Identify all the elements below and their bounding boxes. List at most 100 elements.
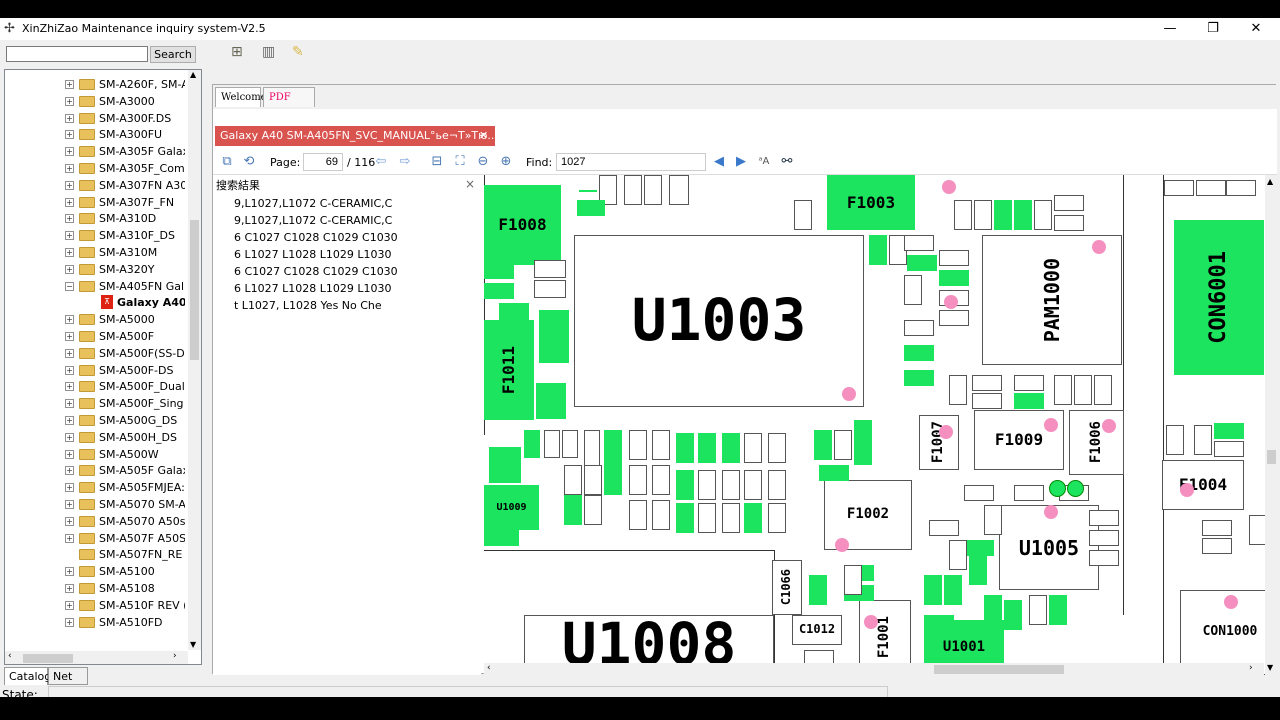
expand-icon[interactable]: + [65, 130, 74, 140]
small-component[interactable] [1014, 375, 1044, 391]
small-component[interactable] [629, 500, 647, 530]
expand-icon[interactable]: + [65, 617, 74, 627]
page-input[interactable] [303, 153, 343, 171]
result-item[interactable]: 6 L1027 L1028 L1029 L1030 [234, 248, 392, 261]
small-component[interactable] [1014, 200, 1032, 230]
expand-icon[interactable]: + [65, 214, 74, 224]
find-prev-icon[interactable]: ◀ [714, 154, 724, 169]
small-component[interactable] [1049, 595, 1067, 625]
small-component[interactable] [722, 470, 740, 500]
small-component[interactable] [1014, 393, 1044, 409]
small-component[interactable] [539, 310, 569, 328]
tree-view-icon[interactable]: ⊞ [231, 44, 243, 60]
small-component[interactable] [652, 500, 670, 530]
small-component[interactable] [524, 430, 540, 458]
tree-item[interactable]: +SM-A500F_Dual [5, 378, 185, 395]
small-component[interactable] [854, 420, 872, 465]
expand-icon[interactable]: + [65, 332, 74, 341]
tree-item[interactable]: +SM-A500F-DS [5, 362, 185, 379]
result-item[interactable]: 6 C1027 C1028 C1029 C1030 [234, 265, 398, 278]
small-component[interactable] [544, 430, 560, 458]
match-case-icon[interactable]: ᵃA [758, 156, 770, 167]
small-component[interactable] [744, 503, 762, 533]
tree-vertical-scrollbar[interactable]: ▲▼ [188, 70, 201, 650]
scroll-thumb[interactable] [190, 220, 199, 360]
component-con6001[interactable]: CON6001 [1174, 220, 1264, 375]
small-component[interactable] [904, 370, 934, 386]
expand-icon[interactable]: + [65, 231, 74, 241]
result-item[interactable]: 6 L1027 L1028 L1029 L1030 [234, 282, 392, 295]
expand-icon[interactable]: + [65, 382, 74, 392]
tab-catalog[interactable]: Catalog [4, 667, 51, 685]
expand-icon[interactable]: + [65, 449, 74, 459]
small-component[interactable] [1164, 180, 1194, 196]
small-component[interactable] [1094, 375, 1112, 405]
expand-icon[interactable]: + [65, 365, 74, 375]
small-component[interactable] [669, 175, 689, 205]
small-component[interactable] [722, 503, 740, 533]
next-page-icon[interactable]: ⇨ [399, 154, 411, 169]
find-next-icon[interactable]: ▶ [736, 154, 746, 169]
tree-item[interactable]: +SM-A5070 SM-A [5, 496, 185, 513]
tree-item[interactable]: +SM-A5000 [5, 311, 185, 328]
small-component[interactable] [768, 503, 786, 533]
result-item[interactable]: 6 C1027 C1028 C1029 C1030 [234, 231, 398, 244]
small-component[interactable] [964, 485, 994, 501]
minimize-button[interactable]: — [1163, 21, 1177, 36]
small-component[interactable] [924, 575, 942, 605]
small-component[interactable] [939, 250, 969, 266]
small-component[interactable] [869, 235, 887, 265]
small-component[interactable] [1202, 538, 1232, 554]
small-component[interactable] [1194, 425, 1212, 455]
result-item[interactable]: t L1027, L1028 Yes No Che [234, 299, 382, 312]
tab-net[interactable]: Net [48, 667, 88, 685]
small-component[interactable] [562, 430, 578, 458]
tree-item[interactable]: +SM-A310M [5, 244, 185, 261]
zoom-in-icon[interactable]: ⊕ [500, 154, 512, 169]
small-component[interactable] [564, 495, 582, 525]
small-component[interactable] [484, 530, 519, 546]
tab-pdf[interactable]: PDF [263, 87, 315, 107]
small-component[interactable] [904, 235, 934, 251]
small-component[interactable] [1089, 510, 1119, 526]
small-component[interactable] [484, 283, 514, 299]
small-component[interactable] [964, 540, 994, 556]
expand-icon[interactable]: + [65, 147, 74, 157]
expand-icon[interactable]: + [65, 516, 74, 526]
expand-icon[interactable]: + [65, 80, 74, 89]
small-component[interactable] [584, 465, 602, 495]
small-component[interactable] [794, 200, 812, 230]
expand-icon[interactable]: + [65, 567, 74, 577]
small-component[interactable] [949, 375, 967, 405]
small-component[interactable] [972, 375, 1002, 391]
tree-item[interactable]: +SM-A500G_DS [5, 412, 185, 429]
small-component[interactable] [969, 555, 987, 585]
component-u1005[interactable]: U1005 [999, 505, 1099, 590]
scroll-right-icon[interactable]: › [173, 651, 177, 661]
expand-icon[interactable]: + [65, 96, 74, 106]
tree-item[interactable]: +SM-A5100 [5, 563, 185, 580]
component-f1004[interactable]: F1004 [1162, 460, 1244, 510]
small-component[interactable] [698, 503, 716, 533]
small-component[interactable] [984, 505, 1002, 535]
tree-item[interactable]: +SM-A307F_FN [5, 194, 185, 211]
small-component[interactable] [599, 175, 617, 205]
component-c1012[interactable]: C1012 [792, 615, 842, 645]
scroll-thumb[interactable] [934, 665, 1064, 674]
tree-item[interactable]: +SM-A510FD [5, 614, 185, 631]
results-close-icon[interactable]: × [465, 177, 476, 191]
expand-icon[interactable]: + [65, 197, 74, 207]
tree-item[interactable]: +SM-A305F_Com [5, 160, 185, 177]
small-component[interactable] [904, 275, 922, 305]
viewer-vertical-scrollbar[interactable]: ▲▼ [1265, 175, 1277, 675]
prev-page-icon[interactable]: ⇦ [375, 154, 387, 169]
tree-item[interactable]: +SM-A500F [5, 328, 185, 345]
small-component[interactable] [564, 465, 582, 495]
scroll-down-icon[interactable]: ▼ [190, 640, 197, 649]
small-component[interactable] [972, 393, 1002, 409]
small-component[interactable] [1166, 425, 1184, 455]
component-u1009[interactable]: U1009 [484, 485, 539, 530]
small-component[interactable] [489, 465, 521, 483]
small-component[interactable] [834, 430, 852, 460]
